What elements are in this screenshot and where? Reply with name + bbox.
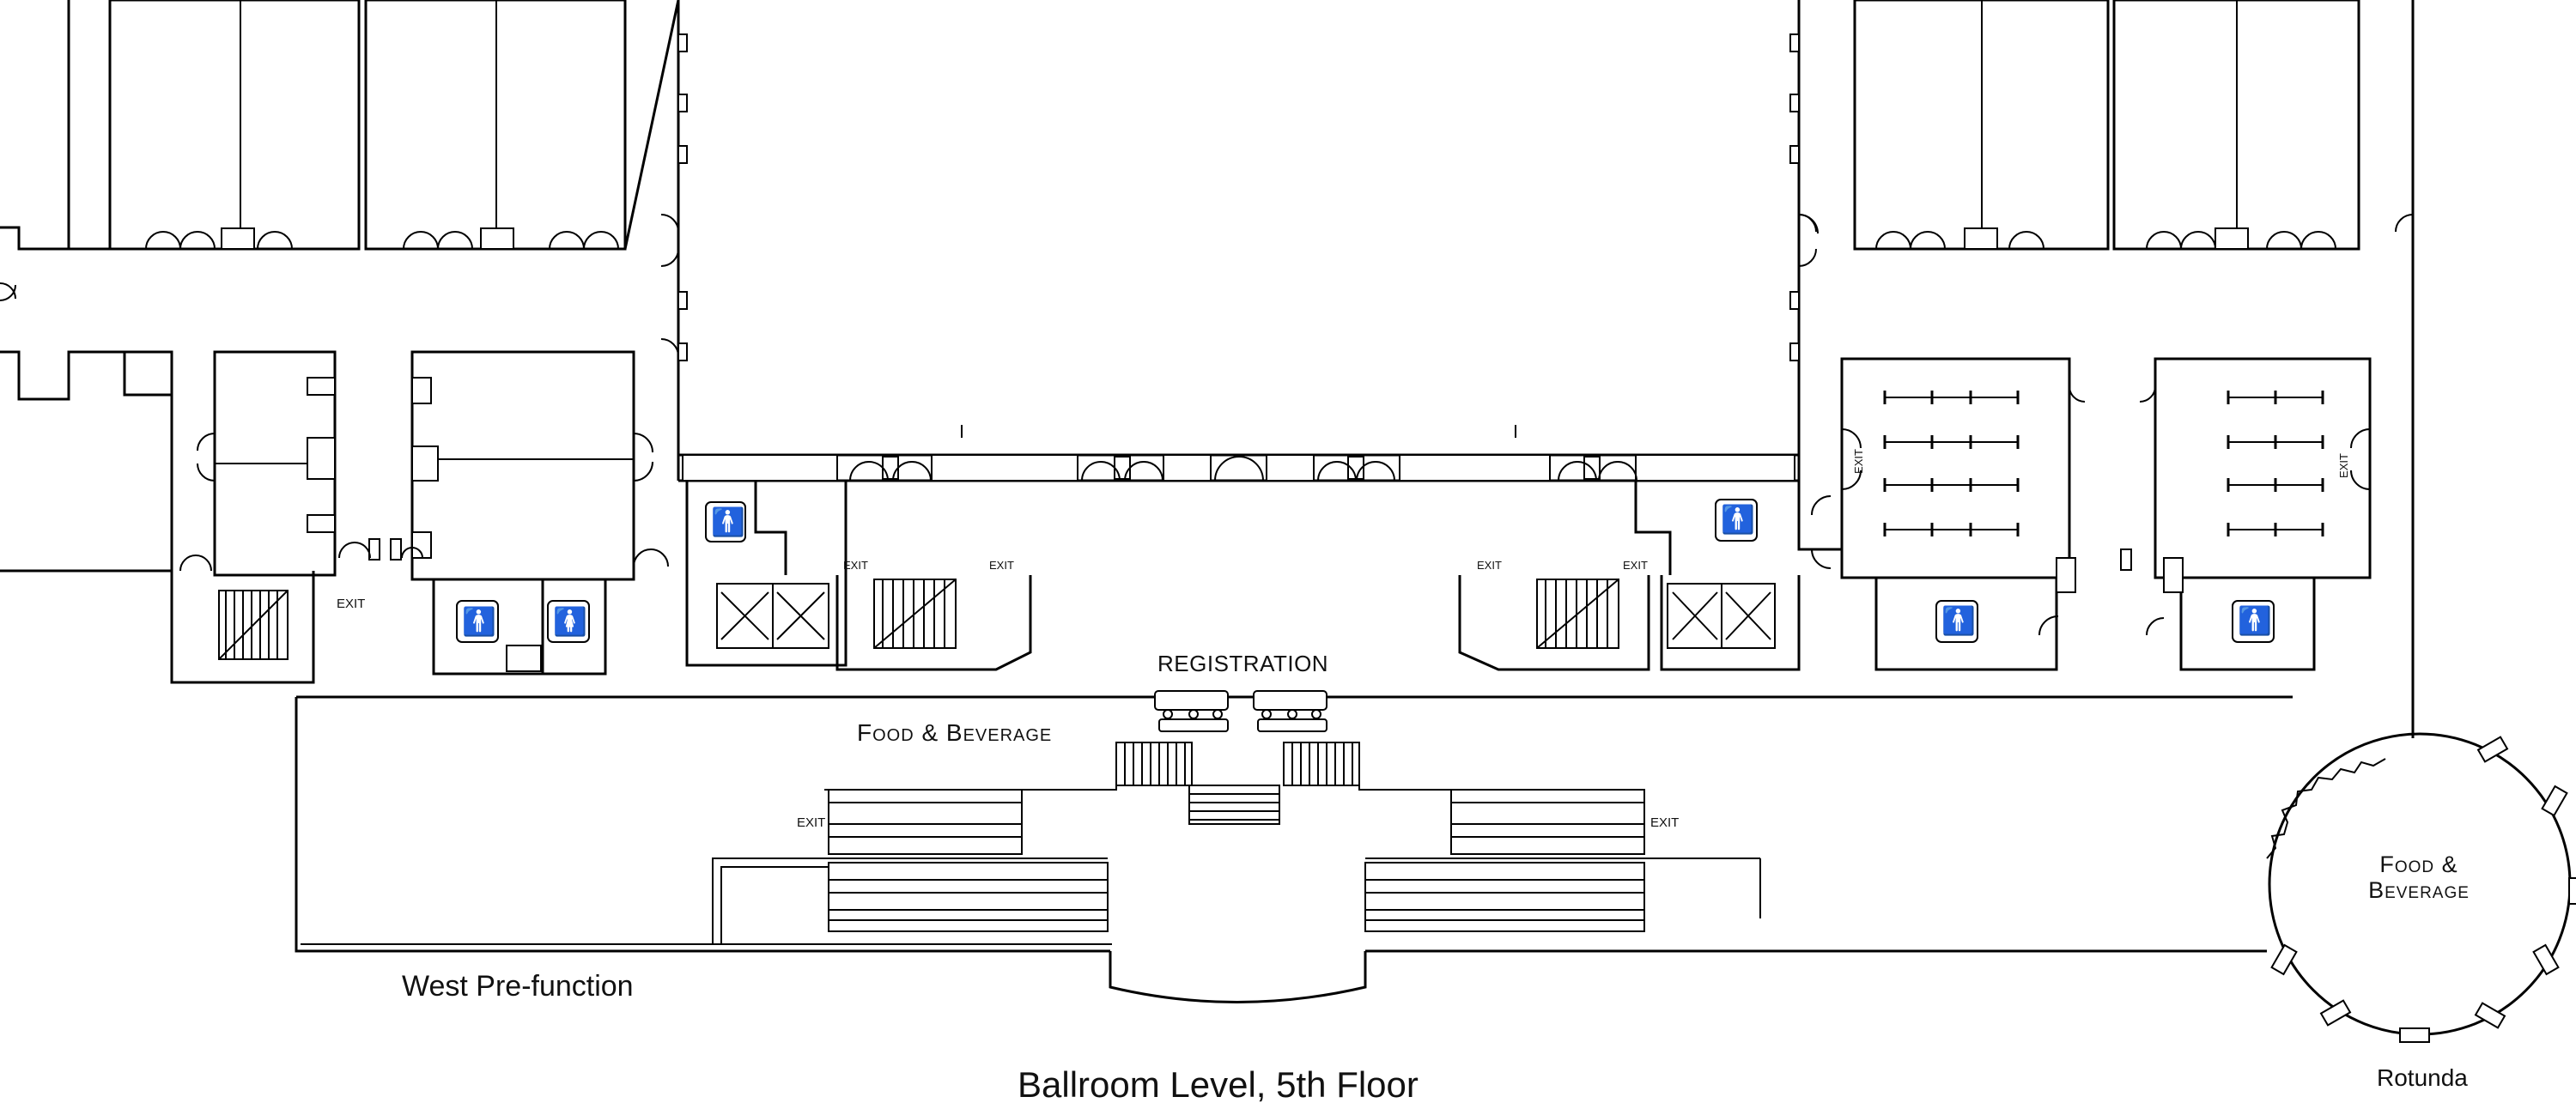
- registration-label: REGISTRATION: [1157, 651, 1329, 676]
- restroom-women-icon: 🚺: [553, 606, 587, 637]
- plan-title: Ballroom Level, 5th Floor: [1018, 1064, 1419, 1105]
- rotunda-food-beverage-label: Food & Beverage: [2363, 851, 2475, 903]
- restroom-icon: 🚹: [2238, 605, 2272, 636]
- left-restrooms: [170, 571, 607, 684]
- right-restrooms: [1458, 481, 2316, 671]
- restroom-men-icon: 🚹: [462, 606, 496, 637]
- left-mid-rooms: [0, 350, 669, 581]
- exit-label: EXIT: [1851, 449, 1865, 474]
- right-meeting-rooms: [1798, 0, 2415, 738]
- left-elevators: [685, 481, 1032, 671]
- right-classrooms: [1797, 357, 2372, 579]
- exit-label: EXIT: [797, 815, 826, 830]
- exit-label: EXIT: [843, 559, 868, 572]
- exit-label: EXIT: [337, 597, 366, 611]
- rotunda-label: Rotunda: [2377, 1064, 2468, 1091]
- rotunda: [2266, 732, 2576, 1043]
- rotunda-food-beverage-line-1: Food &: [2379, 851, 2458, 877]
- food-beverage-label: Food & Beverage: [857, 719, 1053, 746]
- exit-label: EXIT: [1650, 815, 1680, 830]
- exit-label: EXIT: [989, 559, 1014, 572]
- restroom-icon: 🚹: [1721, 504, 1755, 535]
- restroom-icon: 🚹: [711, 506, 745, 537]
- exit-label: EXIT: [1623, 559, 1648, 572]
- central-stairs: [824, 690, 1645, 932]
- restroom-icon: 🚹: [1941, 605, 1976, 636]
- left-meeting-rooms: [0, 0, 680, 301]
- west-prefunction-label: West Pre-function: [402, 970, 634, 1003]
- main-ballroom: [660, 0, 1817, 482]
- exit-label: EXIT: [1477, 559, 1502, 572]
- exit-label: EXIT: [2336, 453, 2350, 478]
- rotunda-food-beverage-line-2: Beverage: [2368, 877, 2470, 903]
